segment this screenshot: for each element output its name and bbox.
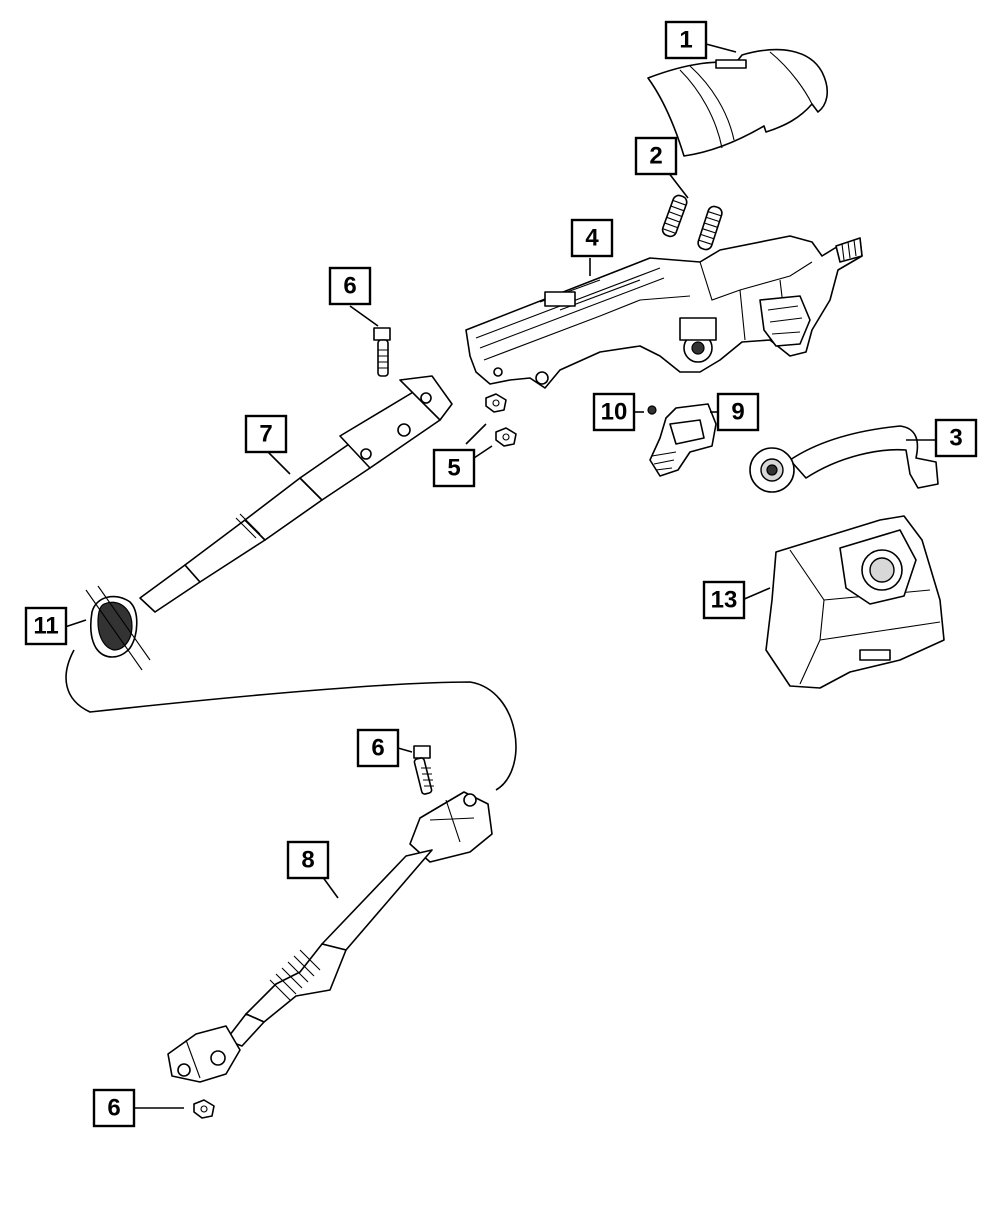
callout-6-lower-label: 6: [107, 1095, 120, 1122]
callout-11-label: 11: [33, 613, 58, 640]
callout-6-upper-label: 6: [343, 273, 356, 300]
callout-5-label: 5: [447, 455, 460, 482]
callout-6-middle: 6: [356, 728, 400, 768]
callout-10-label: 10: [601, 399, 628, 426]
part-intermediate-shaft: [139, 375, 453, 613]
callout-9-label: 9: [731, 399, 744, 426]
part-tilt-lever: [749, 425, 939, 493]
callout-2-label: 2: [649, 143, 662, 170]
callout-6-upper: 6: [328, 266, 372, 306]
callout-11: 11: [24, 606, 68, 646]
part-lower-shroud: [765, 515, 945, 689]
callout-10: 10: [592, 392, 636, 432]
part-seal-boot: [85, 585, 151, 671]
part-upper-shroud: [647, 48, 829, 157]
routing-path: [65, 649, 517, 791]
part-bolt-upper: [373, 327, 391, 377]
callout-13-label: 13: [711, 587, 738, 614]
callout-6-middle-label: 6: [371, 735, 384, 762]
part-column-assembly: [465, 235, 863, 389]
callout-2: 2: [634, 136, 678, 176]
part-lower-shaft: [167, 791, 493, 1083]
callout-9: 9: [716, 392, 760, 432]
part-nuts: [485, 393, 517, 447]
callout-5: 5: [432, 448, 476, 488]
callout-1-label: 1: [679, 27, 692, 54]
part-springs: [661, 194, 723, 251]
leader-lines: [61, 43, 936, 1109]
callout-4-label: 4: [585, 225, 599, 252]
callout-8-label: 8: [301, 847, 314, 874]
callout-3-label: 3: [949, 425, 962, 452]
callout-4: 4: [570, 218, 614, 258]
callout-13: 13: [702, 580, 746, 620]
callout-7: 7: [244, 414, 288, 454]
part-bolt-middle: [413, 745, 434, 795]
callout-1: 1: [664, 20, 708, 60]
callout-3: 3: [934, 418, 978, 458]
callout-8: 8: [286, 840, 330, 880]
part-nut-lower: [193, 1099, 215, 1119]
callout-6-lower: 6: [92, 1088, 136, 1128]
part-switch: [647, 403, 717, 477]
callout-7-label: 7: [259, 421, 272, 448]
